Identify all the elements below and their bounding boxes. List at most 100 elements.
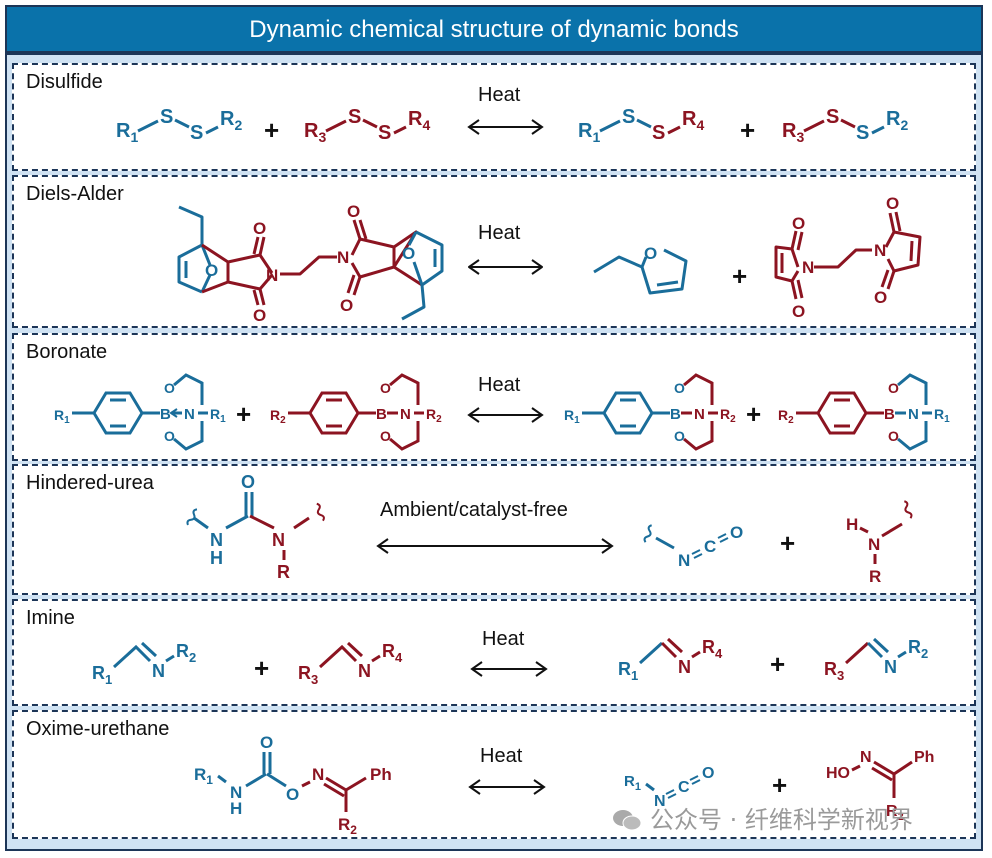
panel-label: Disulfide bbox=[26, 71, 103, 93]
reversible-arrow bbox=[468, 779, 546, 795]
reaction-condition: Heat bbox=[480, 745, 523, 767]
reaction-condition: Heat bbox=[482, 628, 525, 650]
svg-text:S: S bbox=[622, 106, 635, 128]
wechat-icon bbox=[613, 810, 642, 831]
svg-text:O: O bbox=[702, 765, 714, 782]
hindered-urea-scheme: N H O N R Ambient/catalyst-free bbox=[186, 472, 913, 586]
svg-text:N: N bbox=[860, 749, 872, 766]
svg-text:O: O bbox=[792, 214, 805, 233]
boronate-scheme: R1 B N O O R1 + R2 bbox=[54, 373, 950, 451]
plus-sign: + bbox=[732, 261, 747, 291]
reaction-condition: Heat bbox=[478, 222, 521, 244]
reaction-condition: Ambient/catalyst-free bbox=[380, 499, 568, 521]
oxime-urethane-scheme: R1 N H O O N Ph R2 Heat bbox=[194, 733, 934, 837]
svg-text:N: N bbox=[152, 661, 165, 681]
svg-text:O: O bbox=[164, 428, 175, 444]
svg-text:H: H bbox=[230, 799, 242, 818]
svg-text:R3: R3 bbox=[782, 120, 804, 145]
svg-text:B: B bbox=[884, 406, 895, 423]
svg-text:B: B bbox=[670, 406, 681, 423]
figure-title: Dynamic chemical structure of dynamic bo… bbox=[7, 7, 981, 55]
svg-text:R2: R2 bbox=[176, 641, 196, 665]
svg-text:S: S bbox=[826, 106, 839, 128]
hindered-urea-reactant: N H O N R bbox=[186, 472, 325, 582]
plus-sign: + bbox=[780, 528, 795, 558]
svg-text:O: O bbox=[164, 380, 175, 396]
svg-text:R: R bbox=[869, 567, 881, 586]
svg-text:N: N bbox=[678, 657, 691, 677]
svg-text:N: N bbox=[184, 406, 195, 423]
svg-text:N: N bbox=[272, 530, 285, 550]
svg-text:R1: R1 bbox=[116, 120, 138, 145]
svg-text:O: O bbox=[347, 202, 360, 221]
svg-text:N: N bbox=[694, 406, 705, 423]
svg-text:S: S bbox=[856, 122, 869, 144]
reaction-condition: Heat bbox=[478, 374, 521, 396]
disulfide-reactant-2: R3 S S R4 bbox=[304, 106, 430, 145]
imine-scheme: R1 N R2 + R3 N R4 Heat bbox=[92, 628, 928, 687]
svg-text:O: O bbox=[888, 380, 899, 396]
svg-text:R2: R2 bbox=[220, 108, 242, 133]
reversible-arrow bbox=[467, 407, 544, 423]
diels-alder-scheme: O O O N N O bbox=[177, 194, 922, 325]
svg-text:R2: R2 bbox=[778, 407, 794, 426]
svg-text:C: C bbox=[704, 537, 716, 556]
panel-hindered-urea: Hindered-urea N H O N R Ambient/catalyst… bbox=[12, 464, 976, 595]
panel-label: Oxime-urethane bbox=[26, 718, 170, 740]
plus-sign: + bbox=[254, 653, 269, 683]
svg-text:N: N bbox=[874, 241, 886, 260]
panel-label: Hindered-urea bbox=[26, 472, 154, 494]
dihydrofuran-product: O bbox=[593, 244, 688, 295]
svg-text:O: O bbox=[792, 302, 805, 321]
disulfide-scheme: R1 S S R2 + R3 S S R4 Heat bbox=[116, 84, 908, 145]
plus-sign: + bbox=[236, 399, 251, 429]
svg-text:R2: R2 bbox=[908, 637, 928, 661]
svg-text:R4: R4 bbox=[702, 637, 723, 661]
svg-text:N: N bbox=[908, 406, 919, 423]
svg-text:+: + bbox=[740, 115, 755, 145]
svg-text:O: O bbox=[380, 380, 391, 396]
svg-text:S: S bbox=[378, 122, 391, 144]
svg-text:N: N bbox=[312, 765, 324, 784]
panel-label: Imine bbox=[26, 607, 75, 629]
svg-text:R4: R4 bbox=[382, 641, 403, 665]
svg-text:R4: R4 bbox=[682, 108, 704, 133]
svg-text:R1: R1 bbox=[92, 663, 112, 687]
svg-text:O: O bbox=[886, 194, 899, 213]
svg-text:O: O bbox=[205, 261, 218, 280]
boronate-product-1: R1 B N O O R2 bbox=[564, 373, 736, 451]
reversible-arrow bbox=[376, 538, 614, 554]
svg-text:B: B bbox=[160, 406, 171, 423]
oxime-urethane-reactant: R1 N H O O N Ph R2 bbox=[194, 733, 392, 837]
svg-text:O: O bbox=[644, 244, 657, 263]
svg-text:O: O bbox=[253, 219, 266, 238]
svg-text:C: C bbox=[678, 779, 690, 796]
svg-text:O: O bbox=[253, 306, 266, 325]
plus-sign: + bbox=[772, 770, 787, 800]
svg-text:N: N bbox=[400, 406, 411, 423]
svg-text:O: O bbox=[241, 472, 255, 492]
sulfur-atom: S bbox=[190, 122, 203, 144]
svg-text:O: O bbox=[380, 428, 391, 444]
svg-text:R1: R1 bbox=[578, 120, 600, 145]
imine-reactant-1: R1 N R2 bbox=[92, 641, 196, 687]
disulfide-product-2: R3 S S R2 bbox=[782, 106, 908, 145]
svg-text:S: S bbox=[652, 122, 665, 144]
svg-text:N: N bbox=[868, 535, 880, 554]
watermark-text: 公众号 · 纤维科学新视界 bbox=[650, 806, 913, 834]
imine-product-2: R3 N R2 bbox=[824, 637, 928, 683]
svg-text:R1: R1 bbox=[624, 773, 641, 793]
svg-text:N: N bbox=[358, 661, 371, 681]
panel-oxime-urethane: Oxime-urethane R1 N H O O N Ph R2 bbox=[12, 710, 976, 839]
svg-text:R2: R2 bbox=[886, 108, 908, 133]
svg-text:N: N bbox=[230, 783, 242, 802]
svg-text:O: O bbox=[340, 296, 353, 315]
svg-text:R1: R1 bbox=[194, 765, 213, 787]
svg-text:N: N bbox=[266, 266, 278, 285]
svg-text:+: + bbox=[746, 399, 761, 429]
svg-text:R2: R2 bbox=[270, 407, 286, 426]
reversible-arrow bbox=[468, 259, 543, 275]
boronate-reactant-1: R1 B N O O R1 bbox=[54, 373, 226, 451]
svg-text:O: O bbox=[674, 380, 685, 396]
panel-diels-alder: Diels-Alder O O O N bbox=[12, 175, 976, 328]
